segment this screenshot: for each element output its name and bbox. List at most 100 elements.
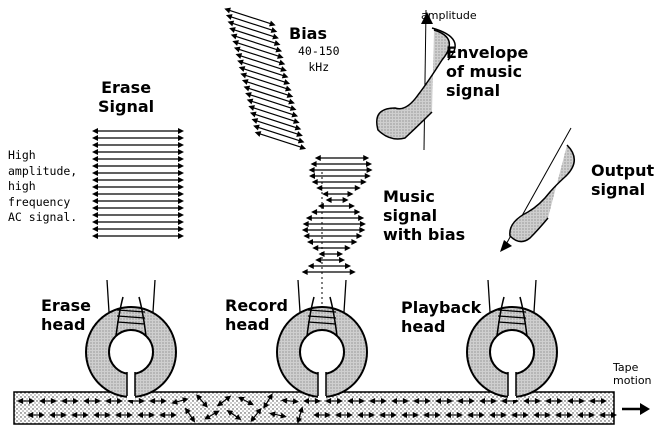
playback-head-label: Playback head: [401, 298, 482, 336]
bias-arrow: [235, 53, 287, 72]
erase-signal-label: Erase Signal: [98, 78, 155, 116]
erase-arrow: [92, 219, 184, 225]
tape-domain-arrow: [171, 397, 189, 405]
tape-domain-arrow: [303, 398, 321, 404]
erase-arrow: [92, 233, 184, 239]
music-arrow: [311, 209, 361, 215]
erase-arrow: [92, 226, 184, 232]
tape-domain-arrow: [137, 412, 155, 418]
tape-domain-arrow: [325, 398, 343, 404]
tape-domain-arrow: [489, 412, 507, 418]
music-arrow: [315, 257, 346, 263]
output-waveform: [500, 127, 575, 252]
erase-arrow: [92, 170, 184, 176]
music-arrow: [314, 155, 370, 161]
tape-domain-arrow: [61, 398, 79, 404]
bias-frequency: 40-150 kHz: [298, 44, 340, 74]
music-arrow: [305, 215, 365, 221]
ac-signal-note: High amplitude, high frequency AC signal…: [8, 148, 78, 225]
bias-arrow: [230, 33, 283, 53]
music-arrow: [325, 197, 349, 203]
bias-arrow: [245, 92, 297, 111]
tape-domain-arrow: [115, 412, 133, 418]
tape-domain-arrow: [357, 412, 375, 418]
tape-domain-arrow: [204, 410, 220, 420]
bias-arrow: [232, 40, 284, 59]
tape-domain-arrow: [105, 398, 123, 404]
tape-domain-arrow: [159, 412, 177, 418]
bias-arrow: [225, 14, 278, 33]
tape-domain-arrow: [369, 398, 387, 404]
tape-domain-arrow: [335, 412, 353, 418]
tape-domain-arrow: [467, 412, 485, 418]
tape-motion-arrow: [622, 403, 650, 415]
bias-arrow: [240, 72, 292, 92]
erase-arrow: [92, 149, 184, 155]
music-arrow: [301, 269, 356, 275]
tape-domain-arrow: [523, 398, 541, 404]
tape-domain-arrow: [347, 398, 365, 404]
tape-domain-arrow: [313, 412, 331, 418]
bias-arrow: [246, 98, 299, 118]
erase-arrow: [92, 128, 184, 134]
bias-arrow: [233, 46, 286, 66]
tape-domain-arrow: [27, 412, 45, 418]
tape-domain-arrow: [479, 398, 497, 404]
bias-arrow: [224, 7, 276, 27]
music-arrow: [303, 233, 363, 239]
tape-domain-arrow: [196, 394, 208, 408]
music-arrow: [322, 191, 354, 197]
tape-domain-arrow: [281, 397, 299, 405]
erase-head: [85, 279, 177, 400]
tape-domain-arrow: [567, 398, 585, 404]
erase-arrow: [92, 205, 184, 211]
music-arrow: [312, 245, 351, 251]
tape-domain-arrow: [599, 412, 617, 418]
tape-domain-arrow: [589, 398, 607, 404]
erase-head-label: Erase head: [41, 296, 91, 334]
erase-arrow: [92, 177, 184, 183]
tape-domain-arrow: [39, 398, 57, 404]
bias-arrow: [243, 85, 295, 105]
music-arrow: [307, 263, 352, 269]
tape-domain-arrow: [149, 398, 167, 404]
music-arrow: [317, 203, 355, 209]
tape-domain-arrow: [93, 412, 111, 418]
tape-motion-label: Tape motion: [613, 361, 652, 387]
tape-domain-arrow: [577, 412, 595, 418]
erase-arrow: [92, 142, 184, 148]
erase-arrow: [92, 184, 184, 190]
tape-domain-arrow: [269, 411, 287, 419]
tape-domain-arrow: [445, 412, 463, 418]
music-arrow: [316, 185, 361, 191]
erase-signal-arrows: [92, 128, 184, 239]
bias-arrow: [241, 79, 294, 98]
amplitude-label: amplitude: [421, 9, 477, 22]
erase-arrow: [92, 191, 184, 197]
record-head: [276, 279, 368, 400]
record-head-label: Record head: [225, 296, 288, 334]
bias-title: Bias: [289, 24, 327, 43]
music-arrow: [308, 167, 373, 173]
erase-arrow: [92, 156, 184, 162]
tape-domain-arrow: [435, 398, 453, 404]
music-arrow: [318, 251, 344, 257]
output-signal-label: Output signal: [591, 161, 655, 199]
music-arrow: [306, 239, 358, 245]
bias-arrow: [254, 131, 307, 150]
music-arrow: [310, 161, 373, 167]
playback-head: [466, 279, 558, 400]
tape-domain-arrow: [511, 412, 529, 418]
music-arrow: [309, 173, 371, 179]
tape-domain-arrow: [184, 407, 196, 423]
envelope-label: Envelope of music signal: [446, 43, 529, 100]
tape-domain-arrow: [216, 395, 232, 407]
tape-domain-arrow: [457, 398, 475, 404]
bias-arrow: [253, 124, 305, 144]
tape-domain-arrows: [17, 393, 617, 424]
bias-arrow: [251, 118, 303, 137]
envelope-waveform: [376, 9, 456, 151]
tape-domain-arrow: [296, 406, 304, 424]
bias-arrow: [227, 20, 279, 40]
